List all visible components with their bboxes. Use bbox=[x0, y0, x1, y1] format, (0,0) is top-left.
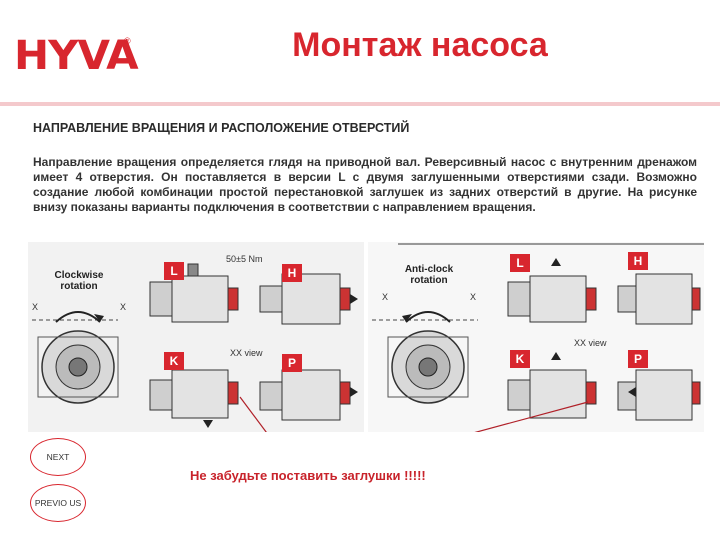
right-pump-p bbox=[617, 369, 701, 421]
left-pump-l bbox=[149, 263, 239, 323]
left-axis-x-b: X bbox=[120, 302, 127, 312]
right-pump-l bbox=[507, 258, 597, 323]
hyva-logo: HYVA ® bbox=[14, 32, 139, 80]
logo-wordmark: HYVA bbox=[14, 33, 139, 79]
previous-button[interactable]: PREVIO US bbox=[30, 484, 86, 522]
pump-mounting-diagram: Clockwise rotation 50±5 Nm XX view X X L… bbox=[28, 242, 704, 465]
section-heading: НАПРАВЛЕНИЕ ВРАЩЕНИЯ И РАСПОЛОЖЕНИЕ ОТВЕ… bbox=[33, 121, 410, 135]
torque-label: 50±5 Nm bbox=[226, 254, 263, 264]
next-button[interactable]: NEXT bbox=[30, 438, 86, 476]
left-variant-l-badge: L bbox=[164, 262, 184, 280]
right-front-view bbox=[372, 311, 478, 404]
left-variant-k-badge: K bbox=[164, 352, 184, 370]
diagram-svg bbox=[28, 242, 704, 465]
left-front-view bbox=[32, 311, 119, 404]
right-variant-l-badge: L bbox=[510, 254, 530, 272]
right-xx-view-label: XX view bbox=[574, 338, 607, 348]
left-variant-p-badge: P bbox=[282, 354, 302, 372]
title-divider bbox=[0, 102, 720, 106]
clockwise-rotation-label: Clockwise rotation bbox=[54, 270, 104, 292]
left-pump-h bbox=[259, 273, 358, 325]
right-axis-x-a: X bbox=[382, 292, 389, 302]
registered-mark: ® bbox=[124, 36, 131, 46]
anticlock-rotation-label: Anti-clock rotation bbox=[404, 264, 454, 286]
right-variant-p-badge: P bbox=[628, 350, 648, 368]
left-pump-p bbox=[259, 369, 358, 421]
page-title: Монтаж насоса bbox=[292, 26, 548, 64]
right-variant-h-badge: H bbox=[628, 252, 648, 270]
left-xx-view-label: XX view bbox=[230, 348, 263, 358]
right-axis-x-b: X bbox=[470, 292, 477, 302]
right-pump-h bbox=[617, 273, 701, 325]
left-variant-h-badge: H bbox=[282, 264, 302, 282]
right-variant-k-badge: K bbox=[510, 350, 530, 368]
left-axis-x-a: X bbox=[32, 302, 39, 312]
left-pump-k bbox=[149, 369, 239, 428]
description-paragraph: Направление вращения определяется глядя … bbox=[33, 155, 697, 214]
plug-reminder-text: Не забудьте поставить заглушки !!!!! bbox=[190, 468, 426, 483]
